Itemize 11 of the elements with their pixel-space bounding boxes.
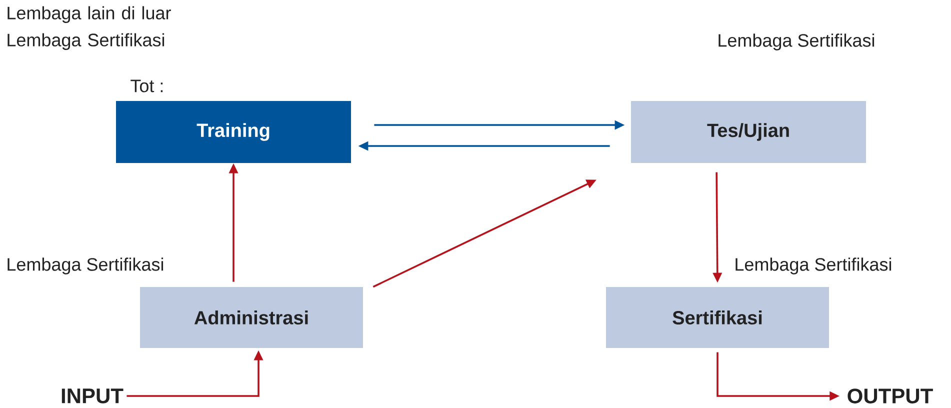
process-box: Tes/Ujian	[631, 101, 866, 163]
annotation-text: Lembaga Sertifikasi	[718, 34, 874, 50]
annotation-text: Lembaga lain di luar Lembaga Sertifikasi	[8, 6, 171, 50]
process-box: Administrasi	[140, 287, 363, 348]
flow-label: OUTPUT	[848, 388, 933, 404]
annotation-text: Lembaga Sertifikasi	[8, 258, 164, 274]
annotation-text: Tot :	[130, 80, 163, 92]
process-box: Training	[116, 101, 351, 163]
flow-label: INPUT	[62, 388, 124, 404]
process-box: Sertifikasi	[606, 287, 829, 348]
annotation-text: Lembaga Sertifikasi	[736, 258, 892, 274]
